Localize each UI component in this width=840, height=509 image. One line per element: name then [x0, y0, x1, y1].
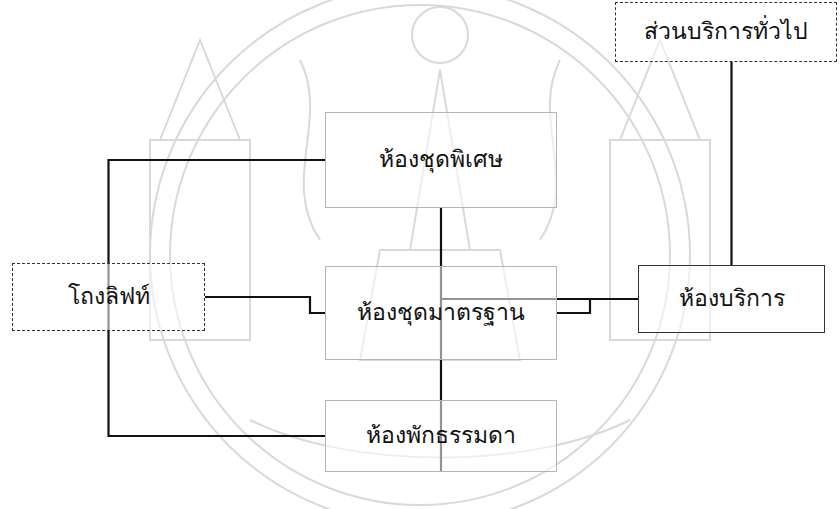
connector-line — [109, 331, 326, 436]
node-label: ห้องชุดมาตรฐาน — [357, 299, 525, 327]
room-box: ห้องพักธรรมดา — [325, 400, 557, 472]
connector-line — [730, 62, 732, 265]
connector-line — [205, 297, 325, 313]
general-service-box: ส่วนบริการทั่วไป — [615, 2, 837, 62]
service-room-box: ห้องบริการ — [638, 265, 825, 333]
node-label: ส่วนบริการทั่วไป — [644, 18, 808, 46]
room-box: ห้องชุดพิเศษ — [325, 112, 557, 208]
lift-hall-box: โถงลิฟท์ — [12, 263, 205, 331]
connector-line — [557, 299, 638, 313]
node-label: โถงลิฟท์ — [68, 283, 150, 311]
node-label: ห้องพักธรรมดา — [366, 422, 516, 450]
node-label: ห้องบริการ — [679, 285, 785, 313]
room-box: ห้องชุดมาตรฐาน — [325, 266, 557, 360]
node-label: ห้องชุดพิเศษ — [379, 146, 503, 174]
